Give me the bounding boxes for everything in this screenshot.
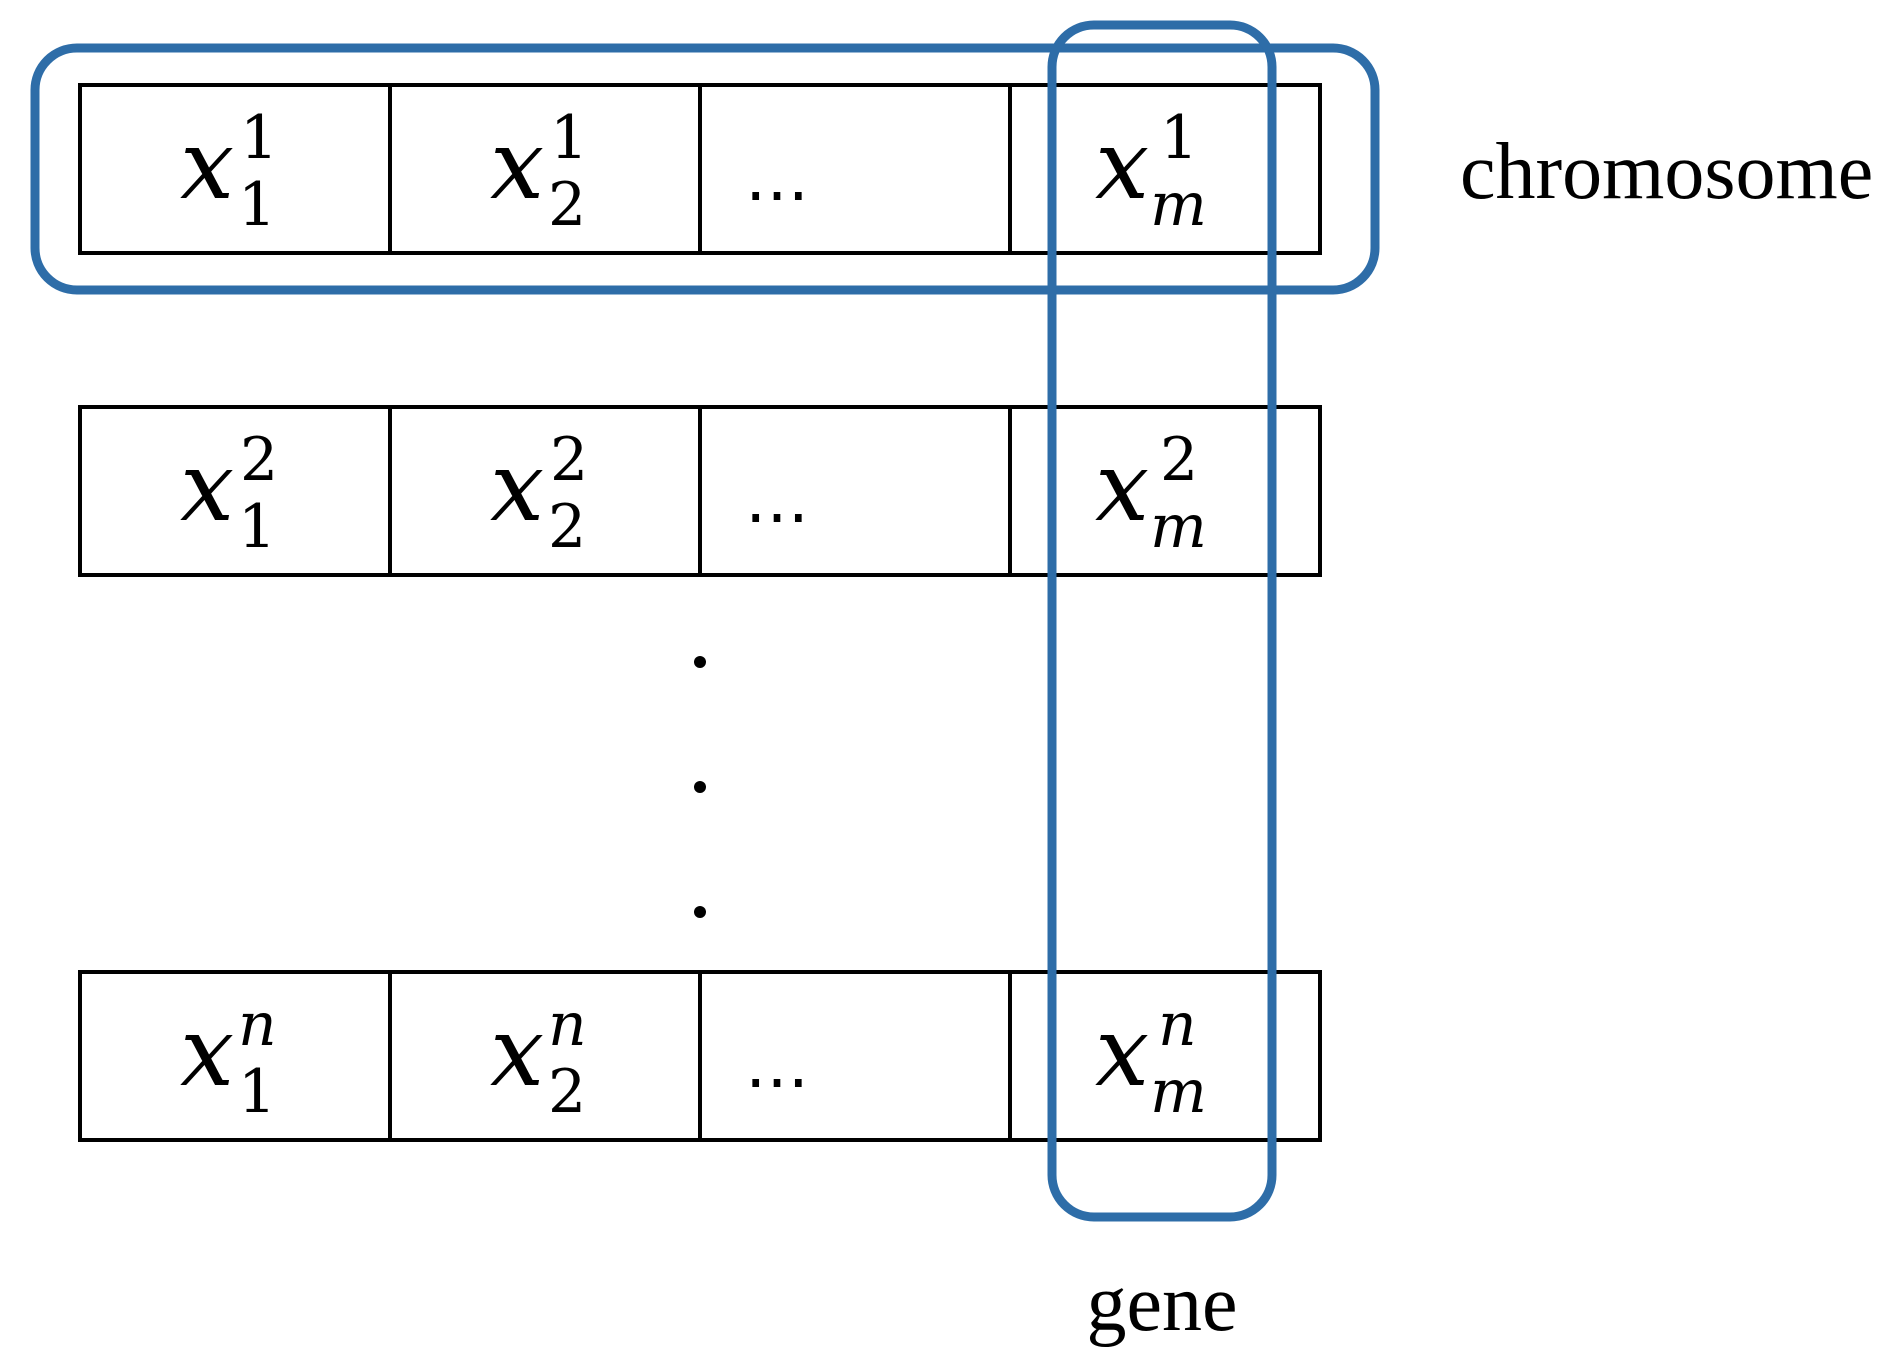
chromosome-row-n: x n 1 x n 2 … x n m [78,970,1322,1142]
cell-n-2 [388,970,702,1142]
superscript: n [548,990,587,1060]
chromosome-row-1: x 1 1 x 1 2 … x 1 m [78,83,1322,255]
gene-highlight [1047,20,1277,1222]
var-symbol: x [180,109,234,221]
subscript: 2 [548,1057,586,1127]
subscript: 1 [238,1057,276,1127]
vertical-dot [694,781,706,793]
chromosome-highlight [30,43,1380,295]
gene-label-2-1: x 2 1 [180,425,278,562]
var-symbol: x [1095,996,1149,1108]
gene-label-1-1: x 1 1 [180,103,278,240]
var-symbol: x [490,996,544,1108]
subscript: m [1150,492,1207,562]
vertical-dot [694,656,706,668]
gene-label-n-m: x n m [1095,990,1207,1127]
var-symbol: x [180,431,234,543]
horizontal-ellipsis: … [745,1029,809,1103]
var-symbol: x [1095,109,1149,221]
subscript: 1 [238,492,276,562]
superscript: 2 [1160,425,1198,495]
subscript: m [1150,170,1207,240]
cell-1-3 [698,83,1012,255]
horizontal-ellipsis: … [745,464,809,538]
gene-label-2-2: x 2 2 [490,425,588,562]
cell-2-2 [388,405,702,577]
superscript: 1 [550,103,588,173]
gene-label-2-m: x 2 m [1095,425,1207,562]
var-symbol: x [180,996,234,1108]
cell-1-2 [388,83,702,255]
superscript: n [1158,990,1197,1060]
var-symbol: x [490,431,544,543]
superscript: 2 [240,425,278,495]
cell-n-1 [78,970,392,1142]
gene-label-1-2: x 1 2 [490,103,588,240]
var-symbol: x [490,109,544,221]
superscript: n [238,990,277,1060]
subscript: m [1150,1057,1207,1127]
cell-2-1 [78,405,392,577]
horizontal-ellipsis: … [745,142,809,216]
var-symbol: x [1095,431,1149,543]
cell-1-1 [78,83,392,255]
subscript: 2 [548,492,586,562]
gene-label-n-2: x n 2 [490,990,587,1127]
superscript: 2 [550,425,588,495]
gene-label-n-1: x n 1 [180,990,277,1127]
superscript: 1 [240,103,278,173]
vertical-dot [694,906,706,918]
gene-label: gene [1086,1260,1237,1348]
vertical-ellipsis [694,656,706,918]
subscript: 1 [238,170,276,240]
cell-2-3 [698,405,1012,577]
subscript: 2 [548,170,586,240]
gene-label-1-m: x 1 m [1095,103,1207,240]
chromosome-label: chromosome [1460,128,1873,216]
superscript: 1 [1160,103,1198,173]
chromosome-row-2: x 2 1 x 2 2 … x 2 m [78,405,1322,577]
